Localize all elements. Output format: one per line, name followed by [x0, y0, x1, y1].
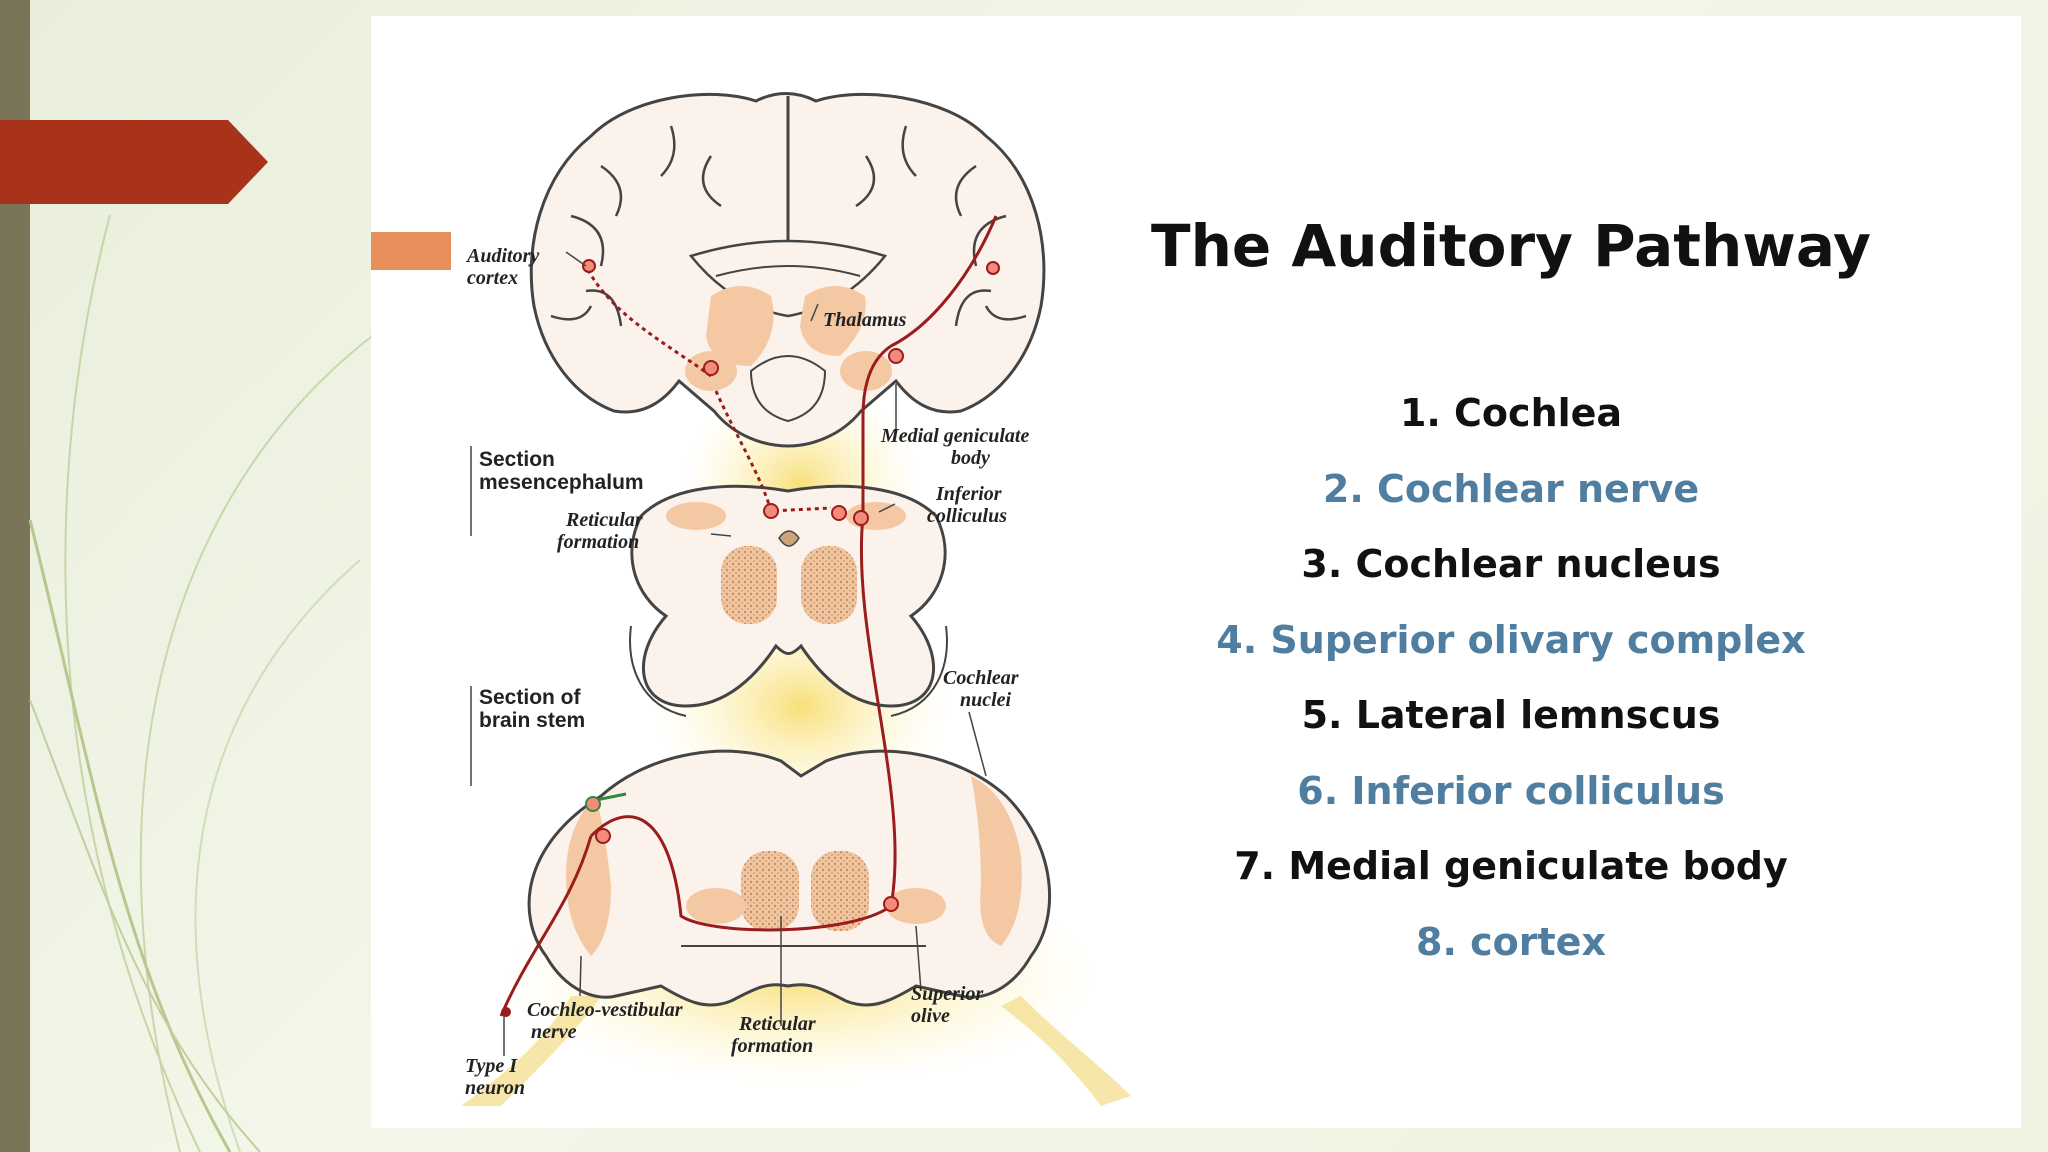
- pathway-step: 4. Superior olivary complex: [1216, 617, 1806, 662]
- superior-olive-right: [886, 888, 946, 924]
- decorative-swirl-lines: [28, 214, 380, 1152]
- accent-arrow-shape: [0, 120, 268, 204]
- reticular-formation-lower-right: [811, 851, 869, 931]
- pathway-step: 3. Cochlear nucleus: [1301, 542, 1721, 586]
- label-leader-lines: [470, 251, 987, 1056]
- midbrain-section: [629, 484, 948, 717]
- pathway-step: 5. Lateral lemnscus: [1301, 693, 1721, 737]
- mgb-right: [840, 351, 892, 391]
- orange-tab-marker: [371, 232, 451, 270]
- pathway-step: 8. cortex: [1416, 919, 1606, 964]
- auditory-pathway-lines: [499, 215, 1000, 1017]
- superior-olive-left: [686, 888, 746, 924]
- pathway-steps-list: 1. Cochlea 2. Cochlear nerve 3. Cochlear…: [1131, 376, 1891, 980]
- reticular-formation-upper-left: [721, 546, 777, 624]
- nerve-fan-right: [1001, 996, 1131, 1106]
- label-thalamus: Thalamus: [823, 309, 907, 331]
- thalamus-left: [706, 286, 774, 366]
- pathway-step: 1. Cochlea: [1399, 391, 1623, 435]
- reticular-formation-lower-left: [741, 851, 799, 931]
- reticular-formation-upper-right: [801, 546, 857, 624]
- thalamus-right: [800, 286, 866, 356]
- brainstem-section: [527, 749, 1051, 1007]
- pathway-step: 6. Inferior colliculus: [1297, 768, 1725, 813]
- pathway-step: 2. Cochlear nerve: [1322, 466, 1700, 511]
- cochlear-nucleus-right: [971, 776, 1022, 946]
- nerve-fan-left: [461, 996, 601, 1106]
- pathway-step: 7. Medial geniculate body: [1234, 844, 1788, 888]
- slide-title: The Auditory Pathway: [1151, 212, 1871, 280]
